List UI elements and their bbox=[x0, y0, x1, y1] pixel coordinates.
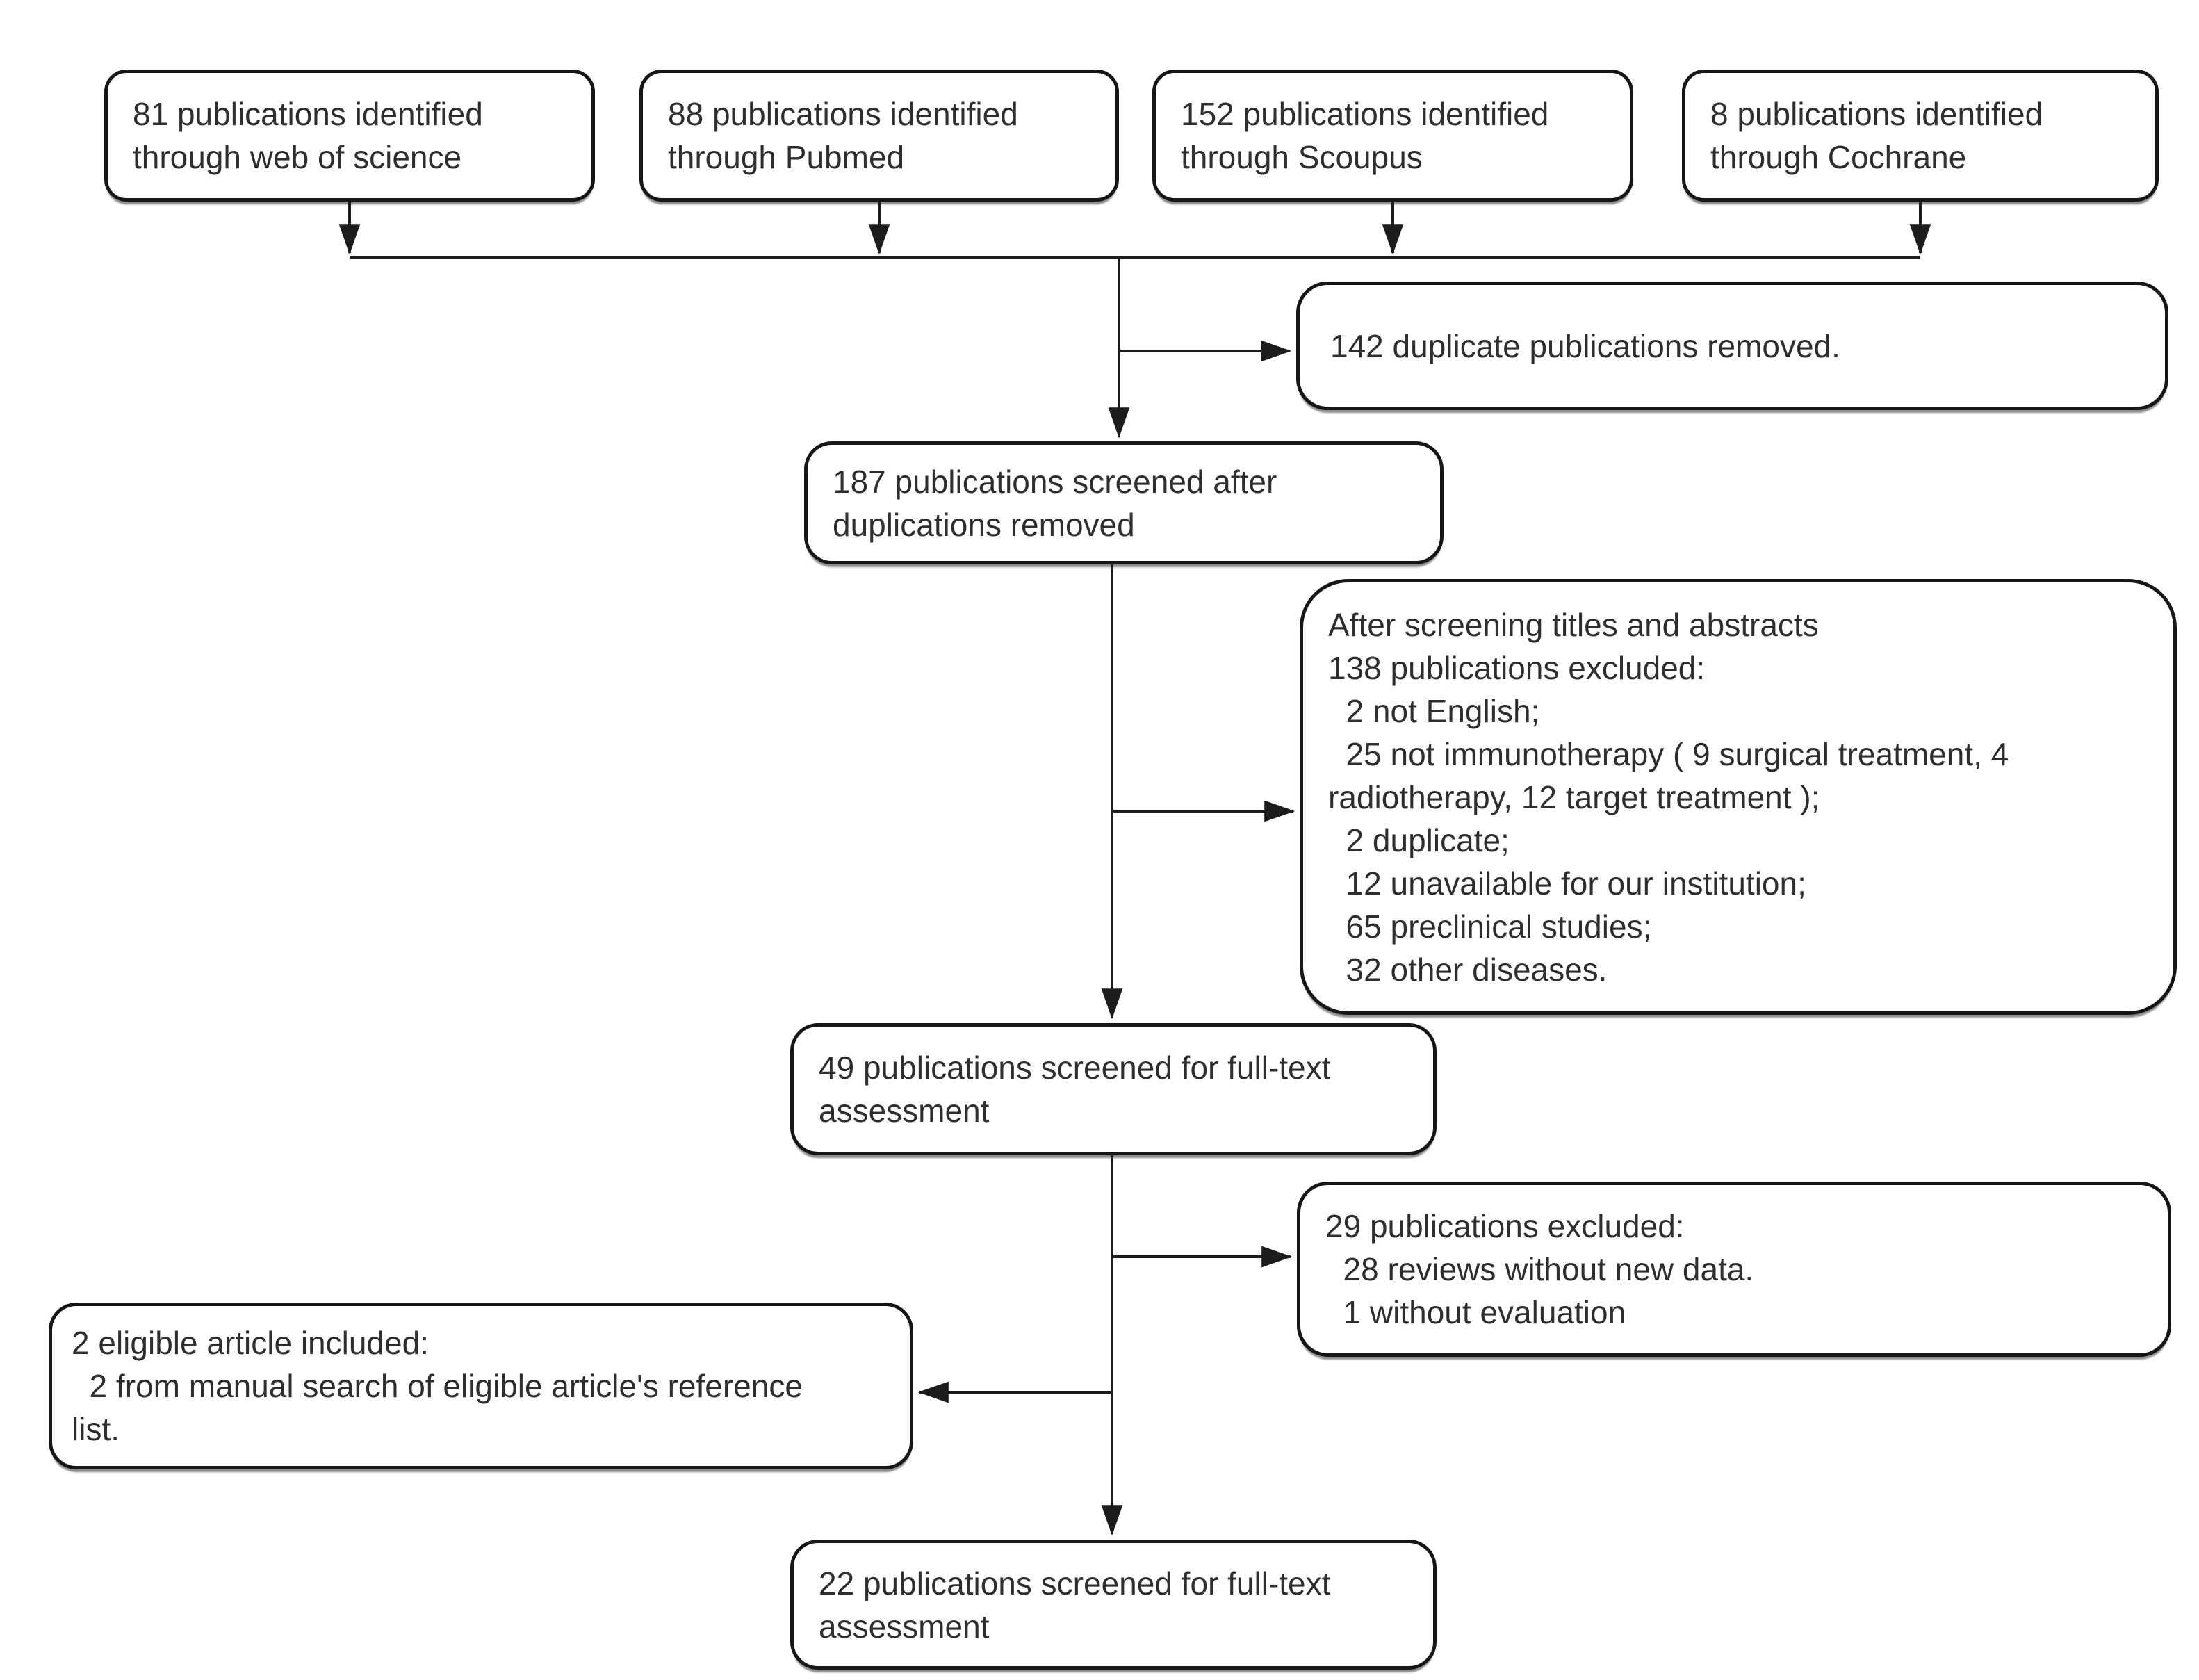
node-excluded-fulltext: 29 publications excluded: 28 reviews wit… bbox=[1297, 1182, 2171, 1357]
node-duplicates-removed-label: 142 duplicate publications removed. bbox=[1330, 327, 1840, 364]
node-cochrane: 8 publications identified through Cochra… bbox=[1682, 70, 2159, 202]
node-eligible-manual-search: 2 eligible article included: 2 from manu… bbox=[49, 1303, 913, 1469]
node-screened-after-duplications: 187 publications screened after duplicat… bbox=[804, 441, 1444, 564]
node-web-of-science-label: 81 publications identified through web o… bbox=[133, 96, 483, 175]
node-fulltext-22: 22 publications screened for full-text a… bbox=[790, 1540, 1437, 1670]
node-fulltext-49: 49 publications screened for full-text a… bbox=[790, 1023, 1437, 1155]
node-scoupus: 152 publications identified through Scou… bbox=[1152, 70, 1633, 202]
node-eligible-manual-search-label: 2 eligible article included: 2 from manu… bbox=[72, 1325, 803, 1447]
node-excluded-fulltext-label: 29 publications excluded: 28 reviews wit… bbox=[1325, 1208, 1754, 1330]
node-fulltext-49-label: 49 publications screened for full-text a… bbox=[819, 1050, 1331, 1129]
node-screened-after-duplications-label: 187 publications screened after duplicat… bbox=[833, 463, 1277, 543]
node-excluded-title-abstract: After screening titles and abstracts 138… bbox=[1300, 579, 2177, 1015]
node-duplicates-removed: 142 duplicate publications removed. bbox=[1296, 282, 2168, 410]
node-scoupus-label: 152 publications identified through Scou… bbox=[1181, 96, 1549, 175]
node-cochrane-label: 8 publications identified through Cochra… bbox=[1710, 96, 2043, 175]
node-pubmed: 88 publications identified through Pubme… bbox=[639, 70, 1119, 202]
node-fulltext-22-label: 22 publications screened for full-text a… bbox=[819, 1565, 1331, 1645]
node-web-of-science: 81 publications identified through web o… bbox=[104, 70, 595, 202]
node-excluded-title-abstract-label: After screening titles and abstracts 138… bbox=[1328, 606, 2009, 988]
node-pubmed-label: 88 publications identified through Pubme… bbox=[668, 96, 1018, 175]
